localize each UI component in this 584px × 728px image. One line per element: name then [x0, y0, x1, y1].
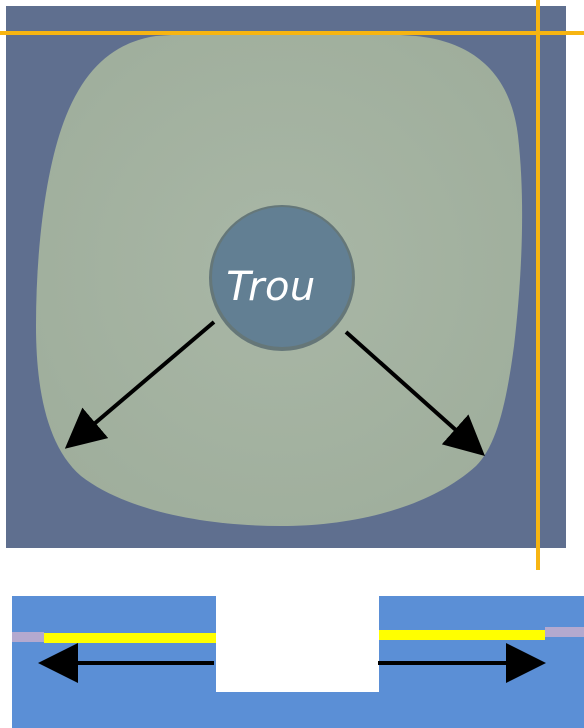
vertical-guide-line [536, 0, 540, 570]
layer-under-hole [216, 692, 379, 728]
cross-section-diagram [12, 596, 584, 728]
etch-hole [212, 207, 352, 347]
horizontal-guide-line [0, 31, 584, 35]
unetched-stripe-right [545, 627, 584, 637]
etched-stripe-right [379, 630, 545, 640]
unetched-stripe-left [12, 632, 44, 642]
hole-label: Trou [226, 264, 316, 310]
etched-stripe-left [44, 633, 216, 643]
etch-direction-arrow-right [344, 330, 485, 456]
etch-direction-arrow-left [64, 320, 216, 449]
membrane-micrograph [6, 6, 566, 548]
